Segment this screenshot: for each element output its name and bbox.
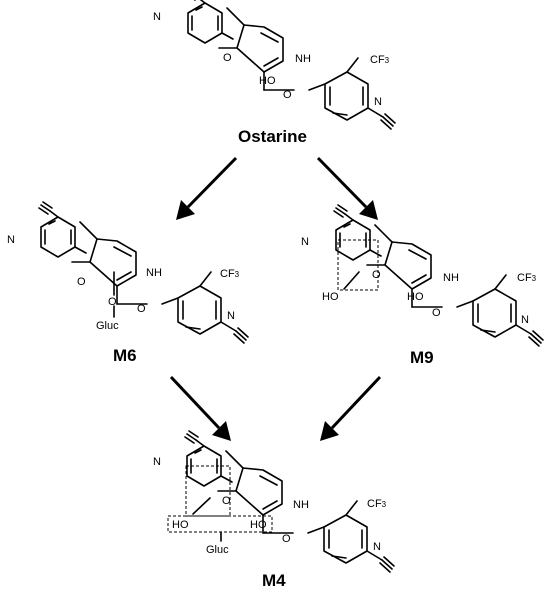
m9-carbonyl-o: O: [432, 307, 441, 319]
ostarine-hydroxyl: HO: [259, 75, 276, 87]
m6-aryl-nitrile-n: N: [227, 310, 235, 322]
m4-oh-bond: [192, 497, 211, 515]
m6-structure: [38, 201, 249, 344]
m9-ether-o: O: [372, 269, 381, 281]
m4-gluc: Gluc: [206, 544, 229, 556]
m6-carbonyl-o: O: [137, 303, 146, 315]
arrow-ostarine-to-m9: [316, 156, 378, 220]
m9-cf3: CF3: [517, 272, 537, 284]
ostarine-cf3: CF3: [370, 54, 390, 66]
compound-label-m9: M9: [410, 348, 434, 367]
m4-hydroxyl: HO: [250, 519, 267, 531]
m4-nitrile-n: N: [153, 456, 161, 468]
m4-gluc-highlight-box: [167, 515, 273, 533]
m4-amide-nh: NH: [293, 499, 309, 511]
m4-carbonyl-o: O: [282, 533, 291, 545]
ostarine-amide-nh: NH: [295, 53, 311, 65]
m6-ether-o: O: [77, 276, 86, 288]
compound-label-m4: M4: [262, 571, 286, 590]
m9-oh-bond: [343, 271, 360, 290]
ostarine-structure: [185, 0, 396, 130]
ostarine-aryl-nitrile-n: N: [374, 96, 382, 108]
m4-aryl-nitrile-n: N: [373, 541, 381, 553]
arrow-m6-to-m4: [169, 375, 231, 441]
arrow-m9-to-m4: [320, 375, 382, 441]
m9-hydroxyl: HO: [407, 291, 424, 303]
m9-ring-highlight-box: [337, 239, 379, 291]
m6-cf3: CF3: [220, 268, 240, 280]
m4-ether-o: O: [222, 495, 231, 507]
m6-nitrile-n: N: [7, 234, 15, 246]
compound-label-m6: M6: [113, 346, 137, 365]
m4-hydroxyl-ring: HO: [172, 519, 189, 531]
m9-nitrile-n: N: [301, 236, 309, 248]
m6-glucoside-o: O: [108, 296, 117, 308]
m6-gluc: Gluc: [96, 320, 119, 332]
ostarine-ether-o: O: [223, 52, 232, 64]
m9-structure: [333, 204, 544, 347]
m9-amide-nh: NH: [443, 272, 459, 284]
compound-label-ostarine: Ostarine: [238, 127, 307, 146]
m4-cf3: CF3: [367, 498, 387, 510]
m9-aryl-nitrile-n: N: [521, 314, 529, 326]
arrow-ostarine-to-m6: [176, 156, 238, 220]
m6-amide-nh: NH: [146, 267, 162, 279]
ostarine-nitrile-n: N: [153, 11, 161, 23]
ostarine-carbonyl-o: O: [283, 89, 292, 101]
m9-hydroxyl-ring: HO: [322, 291, 339, 303]
